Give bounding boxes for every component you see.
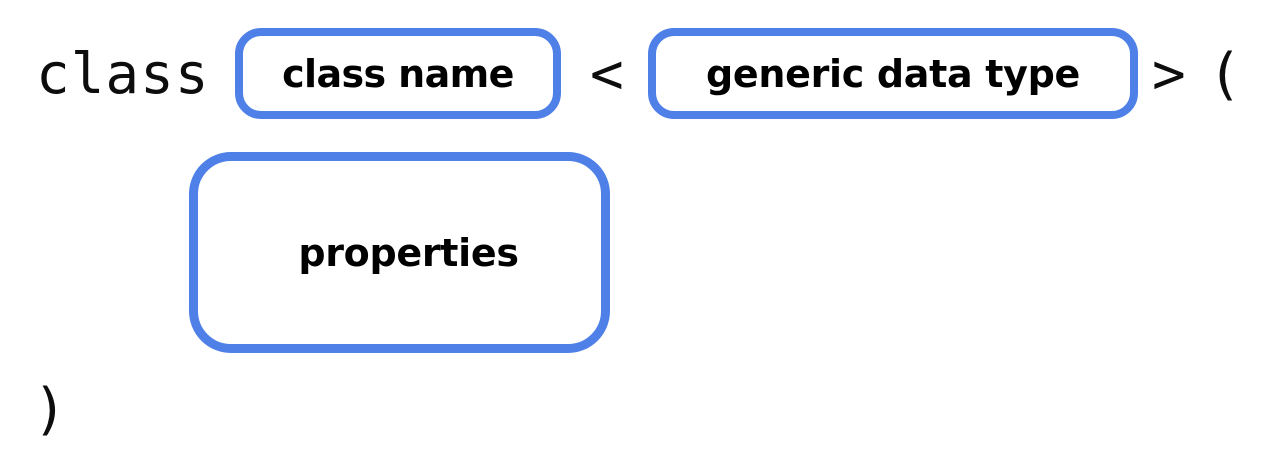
keyword-class-token: class xyxy=(36,42,210,107)
angle-bracket-open-token: < xyxy=(590,42,625,107)
slot-properties[interactable]: properties xyxy=(189,152,610,353)
slot-class-name-label: class name xyxy=(282,51,514,96)
paren-close-token: ) xyxy=(33,377,68,442)
slot-properties-label: properties xyxy=(298,230,519,275)
angle-bracket-close-token: > xyxy=(1152,42,1187,107)
slot-generic-data-type[interactable]: generic data type xyxy=(648,28,1138,119)
paren-open-token: ( xyxy=(1208,42,1243,107)
slot-generic-data-type-label: generic data type xyxy=(705,51,1080,96)
slot-class-name[interactable]: class name xyxy=(235,28,561,119)
